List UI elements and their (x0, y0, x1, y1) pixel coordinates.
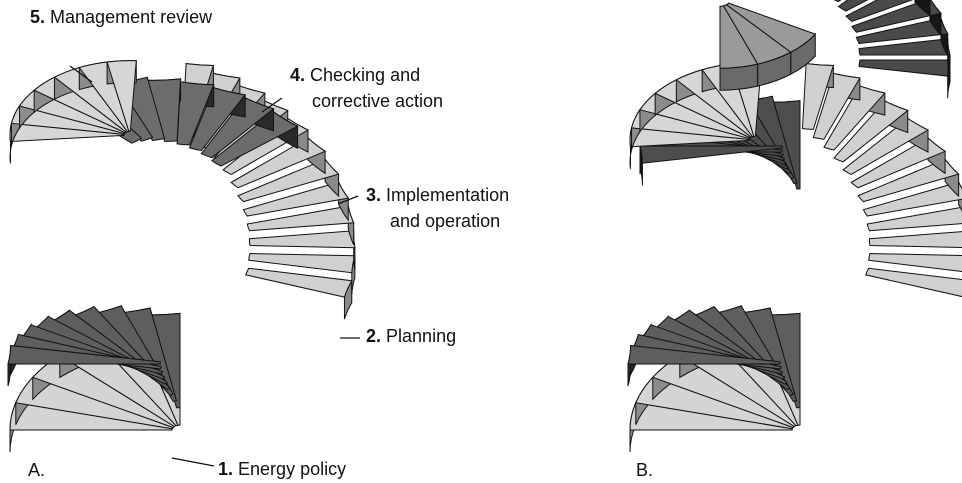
stage-3-label: 3. Implementation (366, 185, 510, 205)
panel-b-upper-dark-flight-step-9 (639, 145, 783, 164)
stage-4-label-line2: corrective action (312, 91, 444, 111)
panel-b-top-grey-block-step-2 (719, 5, 759, 69)
panel-b-lower-light-curve-step-3 (866, 206, 962, 232)
panel-b-top-dark-curve-step-4 (845, 0, 914, 22)
leader-line-1 (69, 65, 93, 83)
panel-b-top-grey-block (719, 2, 817, 91)
panel-a-stage3-steps-step-2 (248, 230, 356, 249)
stage-2-label: 2. Planning (366, 326, 457, 346)
panel-a-stage5-steps (9, 60, 137, 164)
panel-b-top-dark-curve-step-4-side (914, 0, 931, 17)
panel-a-letter: A. (28, 460, 46, 480)
panel-a-stage3-steps-step-0 (245, 267, 353, 298)
panel-b-top-dark-curve-step-5 (837, 0, 869, 12)
panel-b-lower-light-curve-step-0 (865, 267, 962, 298)
panel-b-top-dark-curve-step-0 (858, 59, 951, 77)
panel-b-letter: B. (636, 460, 654, 480)
stage-5-label: 5. Management review (30, 7, 213, 27)
panel-b-lower-light-curve-step-2 (868, 231, 962, 249)
panel-a-stage2-steps-step-8 (7, 344, 161, 365)
panel-b-lower-dark-flight-step-8 (627, 344, 781, 365)
leader-line-5 (171, 457, 215, 467)
stage-1-label: 1. Energy policy (218, 459, 347, 479)
panel-b-lower-light-curve-step-1 (868, 253, 962, 273)
panel-a-stage2-steps (7, 305, 181, 409)
panel-b-lower-dark-flight (627, 305, 801, 409)
panel-b-top-dark-curve (833, 0, 951, 99)
leader-line-2 (261, 97, 283, 113)
panel-b-lower-light-curve (801, 63, 962, 298)
panel-a-stage5-steps-step-6 (106, 60, 137, 132)
panel-b-top-dark-curve-step-3 (851, 0, 942, 33)
panel-b-top-dark-curve-step-6 (833, 0, 842, 3)
stage-3-label-line2: and operation (390, 211, 501, 231)
stage-4-label: 4. Checking and (290, 65, 421, 85)
leader-line-3 (337, 195, 359, 205)
